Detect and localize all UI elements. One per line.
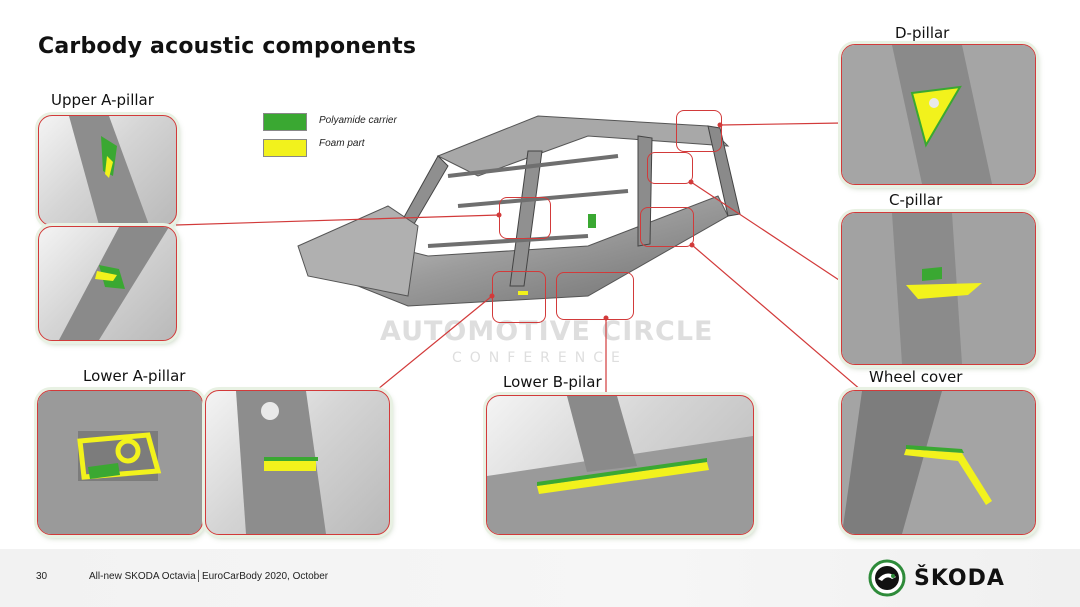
panel-upper-a-pillar-1 xyxy=(38,115,177,226)
panel-c-pillar xyxy=(841,212,1036,365)
highlight-d-pillar xyxy=(676,110,722,152)
label-wheel-cover: Wheel cover xyxy=(869,368,963,386)
watermark-line2: CONFERENCE xyxy=(452,350,628,366)
panel-upper-a-pillar-2 xyxy=(38,226,177,341)
label-c-pillar: C-pillar xyxy=(889,191,943,209)
highlight-upper-a-pillar xyxy=(499,197,551,239)
panel-lower-a-pillar-2 xyxy=(205,390,390,535)
page-number: 30 xyxy=(36,571,48,582)
label-lower-a-pillar: Lower A-pillar xyxy=(83,367,186,385)
brand-wordmark: ŠKODA xyxy=(914,565,1005,591)
brand-logo: ŠKODA xyxy=(848,549,1080,607)
highlight-lower-b-pillar xyxy=(556,272,634,320)
highlight-c-pillar xyxy=(647,152,693,184)
legend-label-foam: Foam part xyxy=(319,138,365,149)
slide-title: Carbody acoustic components xyxy=(38,34,417,59)
panel-lower-a-pillar-1 xyxy=(37,390,203,535)
highlight-wheel-cover xyxy=(640,207,694,247)
label-lower-b-pillar: Lower B-pilar xyxy=(503,373,602,391)
watermark-line1: AUTOMOTIVE CIRCLE xyxy=(380,316,714,347)
highlight-lower-a-pillar xyxy=(492,271,546,323)
label-upper-a-pillar: Upper A-pillar xyxy=(51,91,154,109)
label-d-pillar: D-pillar xyxy=(895,24,950,42)
skoda-winged-arrow-icon xyxy=(868,559,906,597)
footer-caption: All-new SKODA Octavia│EuroCarBody 2020, … xyxy=(89,571,329,582)
panel-lower-b-pillar xyxy=(486,395,754,535)
legend-swatch-polyamide xyxy=(263,113,307,131)
legend-swatch-foam xyxy=(263,139,307,157)
legend-label-polyamide: Polyamide carrier xyxy=(319,115,397,126)
panel-wheel-cover xyxy=(841,390,1036,535)
panel-d-pillar xyxy=(841,44,1036,185)
